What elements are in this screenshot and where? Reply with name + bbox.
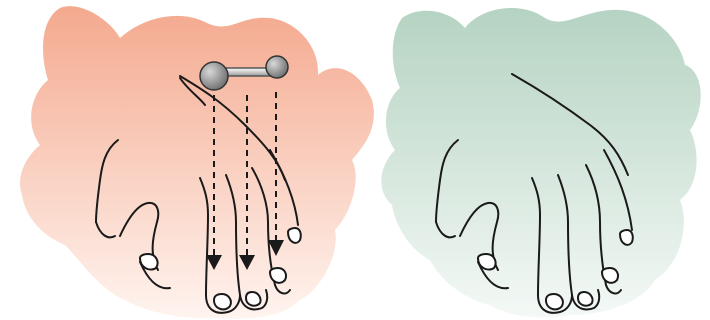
left-panel	[20, 6, 374, 319]
left-background-blob	[20, 6, 374, 319]
right-background-blob	[381, 8, 700, 318]
right-panel	[381, 8, 700, 318]
